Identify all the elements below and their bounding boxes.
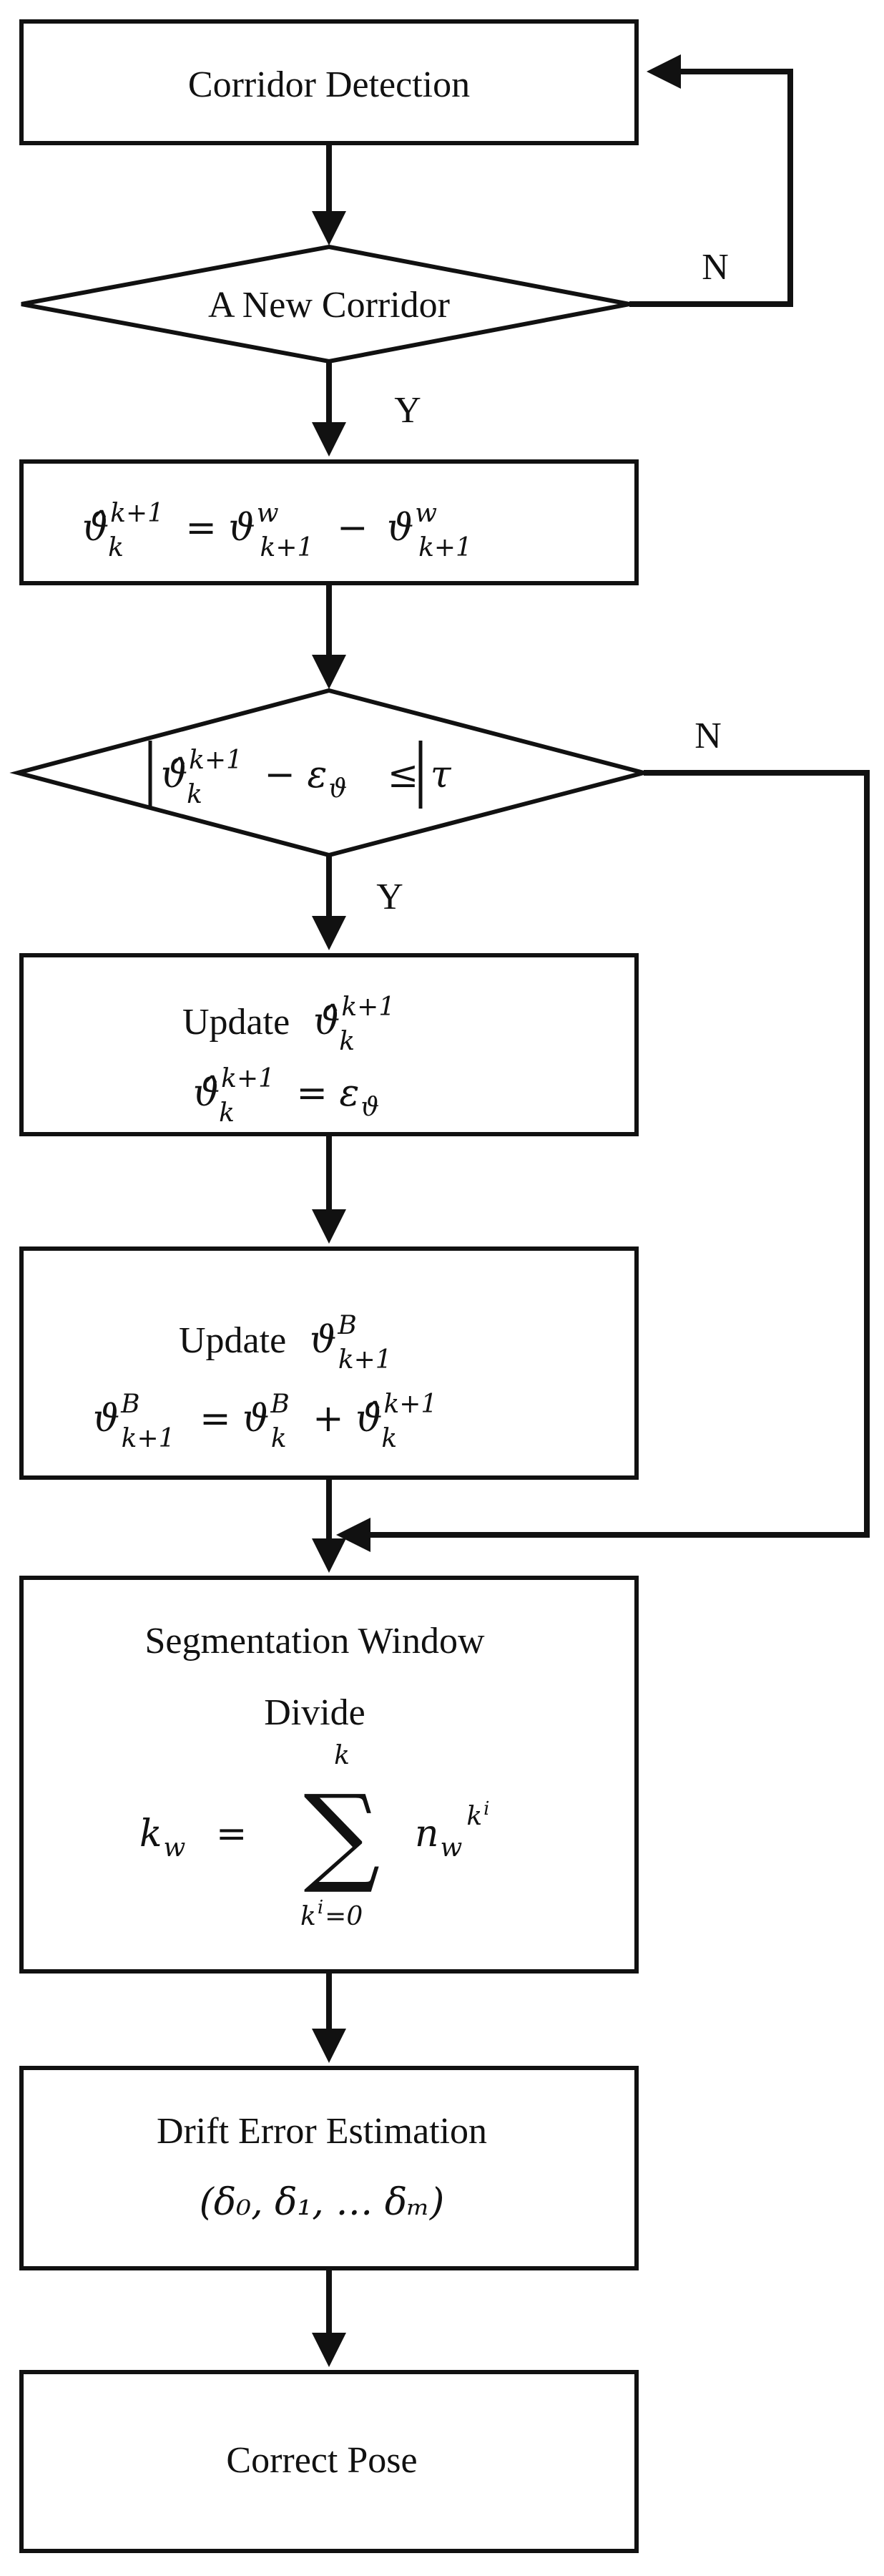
seg-upper: k xyxy=(334,1741,350,1770)
svg-text:nwki: nwki xyxy=(415,1798,489,1863)
drift-box xyxy=(19,2066,639,2270)
update-hat-eq-sub: k xyxy=(219,1098,235,1128)
yaw-diff-minus: − xyxy=(337,507,368,550)
update-body-t1-sup: B xyxy=(270,1390,289,1419)
yaw-diff-lhs-sub: k xyxy=(108,533,124,562)
threshold-base: ϑ̂ xyxy=(161,753,187,796)
svg-text:ϑ̂k+1k = εϑ: ϑ̂k+1 k = εϑ xyxy=(193,1064,379,1131)
yaw-diff-t2-sub: k+1 xyxy=(418,533,472,562)
arrow-threshold-no xyxy=(336,770,870,1552)
update-body-t2-sup: k+1 xyxy=(383,1390,437,1419)
corridor-detection-label: Corridor Detection xyxy=(188,64,470,105)
segmentation-line2: Divide xyxy=(264,1692,365,1733)
yaw-diff-t1-sub: k+1 xyxy=(260,533,314,562)
seg-term-sub: w xyxy=(441,1833,463,1863)
update-body-t1-sub: k xyxy=(271,1424,287,1453)
threshold-no-label: N xyxy=(694,716,722,756)
yaw-diff-t2: ϑ xyxy=(387,507,413,550)
seg-term: n xyxy=(415,1813,439,1855)
svg-text:ϑ̂k+1k − εϑ ≤ τ: ϑ̂k+1 k − εϑ ≤ τ xyxy=(161,746,452,812)
update-body-lhs-base: ϑ xyxy=(93,1397,119,1440)
update-body-t2-sub: k xyxy=(381,1424,397,1453)
yaw-diff-t1-sup: w xyxy=(257,499,279,528)
seg-term-sup: k xyxy=(466,1802,482,1831)
yaw-diff-lhs: ϑ̂ xyxy=(82,507,109,550)
update-body-plus: + ϑ̂ xyxy=(313,1397,382,1440)
new-corridor-label: A New Corridor xyxy=(208,285,450,326)
seg-sigma: ∑ xyxy=(303,1772,380,1897)
drift-formula: (δ₀, δ₁, … δₘ) xyxy=(200,2181,445,2224)
yaw-diff-lhs-sup: k+1 xyxy=(110,499,164,528)
correct-pose-box xyxy=(19,2370,639,2553)
segmentation-box xyxy=(19,1576,639,1974)
update-body-eq: = ϑ xyxy=(200,1397,269,1440)
corridor-detection-box xyxy=(19,19,639,145)
update-body-title-sub: k+1 xyxy=(338,1345,392,1375)
threshold-rel: ≤ τ xyxy=(388,753,452,796)
update-body-title-base: ϑ xyxy=(310,1319,336,1362)
seg-lower-tail: =0 xyxy=(325,1902,363,1931)
seg-lower-sup: i xyxy=(318,1897,323,1918)
yaw-diff-eq: = xyxy=(185,507,228,550)
svg-text:Update ϑ̂k+1k: Update ϑ̂k+1 k xyxy=(182,992,395,1056)
segmentation-formula: kw = ∑ k ki=0 nwki xyxy=(139,1741,489,1931)
threshold-minus: − ε xyxy=(264,753,327,796)
update-hat-title-sub: k xyxy=(339,1027,355,1056)
yaw-diff-t2-sup: w xyxy=(415,499,437,528)
svg-text:ϑ̂k+1k = ϑwk+1 −: ϑ̂k+1k = ϑwk+1 − ϑwk+1 xyxy=(82,499,472,565)
seg-lhs: k xyxy=(139,1813,162,1855)
update-hat-box xyxy=(19,953,639,1136)
svg-text:ki=0: ki=0 xyxy=(300,1897,363,1931)
new-corridor-yes-label: Y xyxy=(394,390,421,431)
update-body-box xyxy=(19,1246,639,1480)
threshold-formula: ϑ̂k+1 k − εϑ ≤ τ xyxy=(148,741,452,812)
seg-term-sup2: i xyxy=(483,1798,489,1820)
update-body-title-sup: B xyxy=(337,1311,356,1340)
update-hat-title-base: ϑ̂ xyxy=(313,1000,340,1043)
update-hat-eq-rhs-sub: ϑ xyxy=(360,1093,379,1122)
yaw-diff-t1: ϑ xyxy=(229,507,255,550)
threshold-sup: k+1 xyxy=(189,746,242,775)
update-body-lhs-sub: k+1 xyxy=(122,1424,175,1453)
seg-lhs-sub: w xyxy=(164,1833,186,1863)
new-corridor-no-label: N xyxy=(702,247,729,288)
threshold-yes-label: Y xyxy=(376,877,403,917)
arrow-new-corridor-no-loop xyxy=(629,54,793,307)
correct-pose-label: Correct Pose xyxy=(226,2440,417,2481)
update-hat-eq-rhs: = ε xyxy=(296,1072,359,1115)
seg-eq: = xyxy=(216,1813,247,1855)
update-hat-title: Update xyxy=(182,1002,290,1043)
threshold-eps-sub: ϑ xyxy=(328,774,347,804)
svg-text:Update ϑBk+1: Update ϑBk+1 xyxy=(179,1311,392,1375)
seg-lower: k xyxy=(300,1902,316,1931)
segmentation-line1: Segmentation Window xyxy=(144,1621,484,1662)
threshold-sub: k xyxy=(187,780,202,809)
update-hat-title-sup: k+1 xyxy=(341,992,395,1022)
drift-line1: Drift Error Estimation xyxy=(157,2111,487,2152)
update-body-title: Update xyxy=(179,1320,286,1361)
update-hat-eq-sup: k+1 xyxy=(221,1064,275,1093)
svg-text:ϑBk+1 = ϑBk + ϑ̂k+: ϑBk+1 = ϑBk + ϑ̂k+1k xyxy=(93,1390,437,1456)
threshold-diamond xyxy=(9,688,652,858)
update-body-lhs-sup: B xyxy=(120,1390,139,1419)
svg-text:kw =: kw = xyxy=(139,1813,247,1865)
update-hat-eq-base: ϑ̂ xyxy=(193,1072,220,1115)
